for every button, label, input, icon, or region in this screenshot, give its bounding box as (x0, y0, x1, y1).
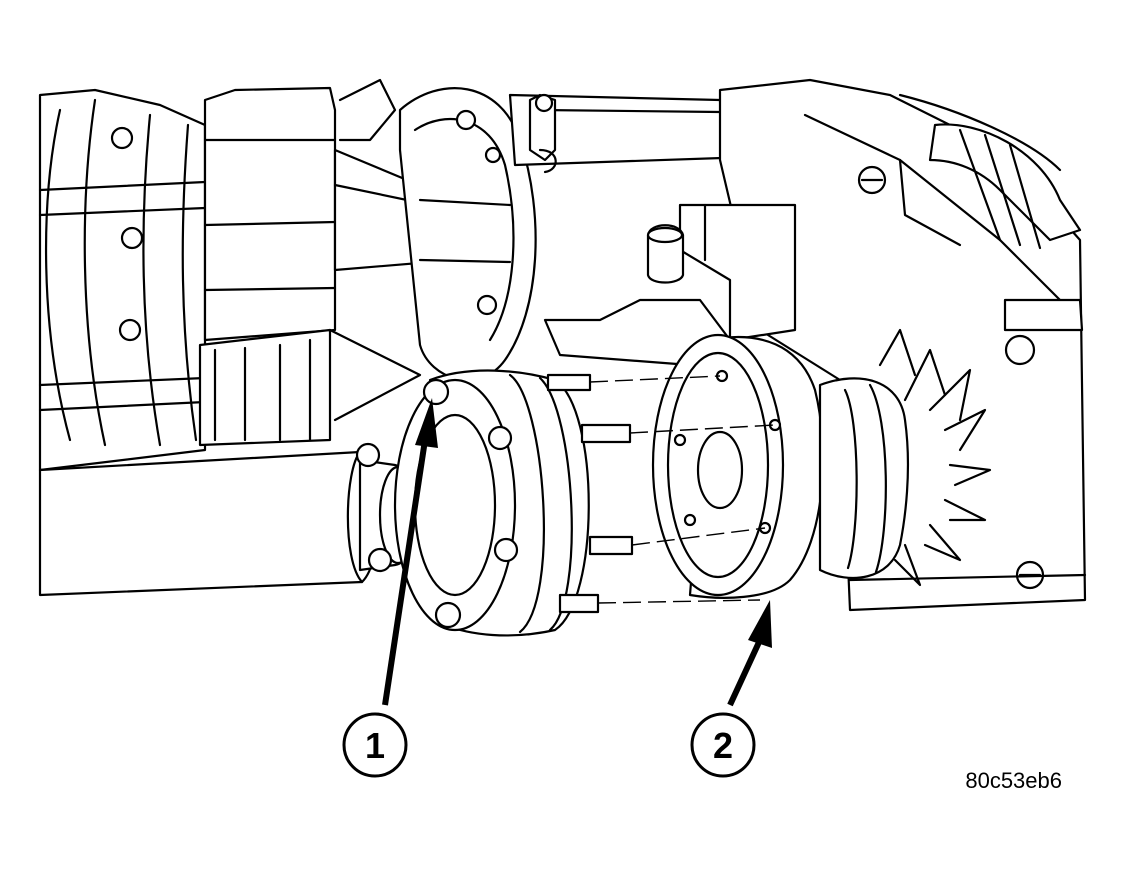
callout-2-label: 2 (713, 725, 733, 766)
transfer-case (718, 78, 1087, 612)
adapter-housing (198, 78, 457, 447)
callout-2-arrow (727, 600, 772, 707)
flange-studs (546, 373, 634, 614)
flange-bolt (487, 425, 513, 451)
driveshaft-tube (38, 442, 418, 597)
alignment-lines (589, 375, 776, 604)
figure-id: 80c53eb6 (965, 768, 1062, 793)
transmission-housing (38, 88, 224, 472)
flange-bolt (422, 378, 450, 406)
callout-2: 2 (690, 712, 756, 778)
transfer-case-output-flange (651, 328, 992, 599)
flange-bolt (493, 537, 519, 563)
driveshaft-flange (393, 369, 634, 637)
flange-bolt (434, 601, 462, 629)
callout-1-label: 1 (365, 725, 385, 766)
callout-1: 1 (342, 712, 408, 778)
output-seal-fins (878, 328, 992, 587)
upper-bracket (508, 93, 724, 174)
callout-1-arrow (382, 398, 438, 706)
bell-housing-flange (398, 87, 537, 381)
